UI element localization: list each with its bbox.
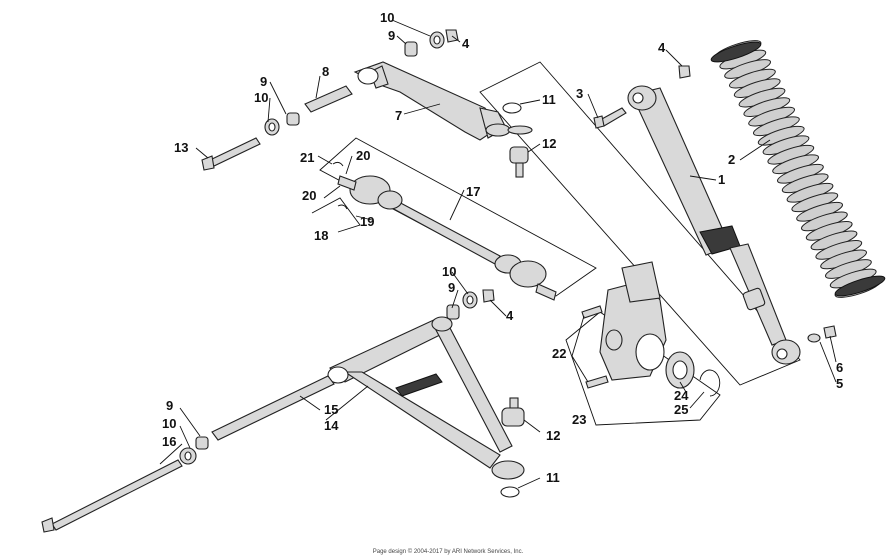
- callout-25: 25: [674, 402, 688, 417]
- steering-knuckle: [599, 261, 667, 381]
- upper-bushing-10: [429, 31, 445, 49]
- shock-bolt-5: [823, 325, 837, 339]
- lower-spacer-9-right: [446, 304, 460, 320]
- upper-a-arm: [353, 61, 511, 141]
- callout-21: 21: [300, 150, 314, 165]
- drive-axle: [337, 175, 557, 301]
- callout-20-lower: 20: [302, 188, 316, 203]
- callout-12-upper: 12: [542, 136, 556, 151]
- upper-snap-ring-11: [502, 102, 522, 114]
- lower-a-arm: [327, 316, 525, 480]
- callout-23: 23: [572, 412, 586, 427]
- knuckle-bolt-lower: [585, 375, 609, 389]
- callout-4-top: 4: [462, 36, 470, 51]
- spring-seat: [710, 41, 762, 63]
- callout-1: 1: [718, 172, 725, 187]
- shock-bolt-3: [593, 107, 627, 129]
- callout-24: 24: [674, 388, 689, 403]
- callout-7: 7: [395, 108, 402, 123]
- upper-spacer-9-left: [286, 112, 300, 126]
- upper-ball-joint-12: [507, 125, 533, 178]
- lower-spacer-9: [195, 436, 209, 450]
- callout-6: 6: [836, 360, 843, 375]
- upper-bushing-10-left: [264, 118, 280, 136]
- leader-lines: [159, 19, 837, 489]
- callout-18: 18: [314, 228, 328, 243]
- boot-kit-frame: [311, 197, 361, 233]
- callout-11-lower: 11: [546, 470, 560, 485]
- callout-4-shock: 4: [658, 40, 666, 55]
- lower-bushing-10: [179, 447, 197, 465]
- upper-spacer-9: [404, 41, 418, 57]
- axle-clip-19: [337, 204, 348, 210]
- axle-clip-21: [332, 161, 344, 167]
- callout-5: 5: [836, 376, 843, 391]
- callout-10-lower-right: 10: [442, 264, 456, 279]
- upper-sleeve-8: [304, 85, 353, 113]
- coil-spring: [710, 40, 886, 298]
- callout-17: 17: [466, 184, 480, 199]
- lower-bolt-16: [41, 459, 183, 533]
- knuckle-group-frame: [565, 311, 721, 426]
- callout-13: 13: [174, 140, 188, 155]
- callout-10-top: 10: [380, 10, 394, 25]
- lower-sleeve-15: [211, 375, 335, 441]
- lower-bushing-10-right: [462, 291, 478, 309]
- callout-20-upper: 20: [356, 148, 370, 163]
- callout-22: 22: [552, 346, 566, 361]
- bearing-snap-ring-25: [699, 369, 721, 397]
- outer-cv-boot: [494, 254, 547, 288]
- lower-nut-4: [482, 289, 495, 303]
- callout-12-lower: 12: [546, 428, 560, 443]
- callout-3: 3: [576, 86, 583, 101]
- callout-15: 15: [324, 402, 338, 417]
- callout-19: 19: [360, 214, 374, 229]
- callout-9-top: 9: [388, 28, 395, 43]
- shock-washer-6: [807, 333, 821, 343]
- callout-10-lower-left: 10: [162, 416, 176, 431]
- callout-9-lower-left: 9: [166, 398, 173, 413]
- callout-4-lower: 4: [506, 308, 514, 323]
- wheel-bearing-24: [665, 351, 695, 389]
- knuckle-bolt-upper: [581, 305, 603, 319]
- shock-nut-4: [678, 65, 691, 79]
- callout-16: 16: [162, 434, 176, 449]
- spring-seat: [834, 275, 886, 297]
- callout-2: 2: [728, 152, 735, 167]
- upper-bolt-13: [201, 137, 261, 171]
- inner-cv-boot: [349, 175, 403, 210]
- callout-9-lower-right: 9: [448, 280, 455, 295]
- lower-ball-joint-12: [501, 397, 525, 427]
- callout-8: 8: [322, 64, 329, 79]
- shock-absorber: [627, 85, 801, 365]
- callout-14: 14: [324, 418, 339, 433]
- callout-labels: 10 9 4 8 9 10 7 13 11 12 4 3 2 1 21 20 2…: [162, 10, 843, 485]
- page-footer-copyright: Page design © 2004-2017 by ARI Network S…: [372, 549, 524, 555]
- callout-9-upper-left: 9: [260, 74, 267, 89]
- callout-10-upper-left: 10: [254, 90, 268, 105]
- callout-11-upper: 11: [542, 92, 556, 107]
- lower-snap-ring-11: [500, 486, 520, 498]
